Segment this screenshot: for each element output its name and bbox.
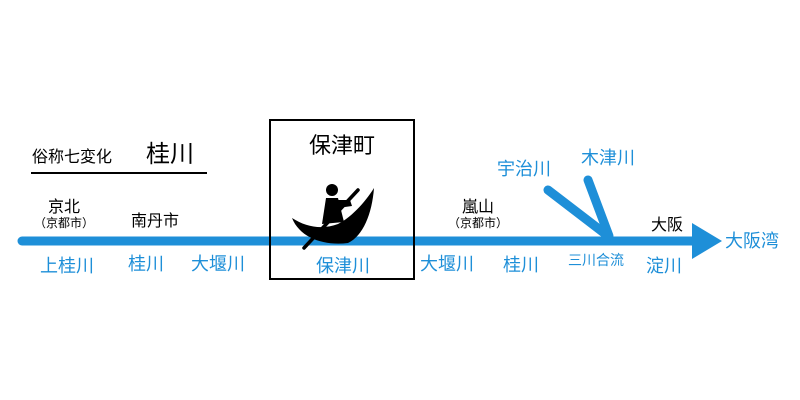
river-hozu: 保津川 [316, 256, 370, 277]
osaka-bay-label: 大阪湾 [725, 231, 779, 252]
river-kamikatsura: 上桂川 [40, 256, 94, 277]
place-arashiyama-name: 嵐山 [461, 197, 495, 216]
place-keihoku: 京北 （京都市） [33, 197, 95, 230]
place-arashiyama-note: （京都市） [447, 216, 509, 230]
place-osaka: 大阪 [650, 215, 684, 234]
river-uji-label: 宇治川 [497, 159, 551, 180]
river-oi-2: 大堰川 [420, 254, 474, 275]
place-nantan: 南丹市 [130, 211, 180, 230]
boatman-pole-boat-icon [292, 184, 374, 250]
river-kizu-label: 木津川 [581, 148, 635, 169]
title-underline [31, 172, 207, 174]
title-prefix: 俗称七変化 [32, 147, 113, 166]
confluence-label: 三川合流 [568, 253, 624, 269]
river-arrowhead [692, 223, 722, 259]
town-name: 保津町 [308, 134, 376, 159]
uji-river-line [543, 185, 613, 241]
river-katsura-2: 桂川 [503, 255, 539, 276]
place-keihoku-name: 京北 [47, 197, 81, 216]
hozu-town-box [269, 119, 415, 280]
kizu-river-line [583, 175, 614, 241]
title-main: 桂川 [146, 140, 194, 168]
place-arashiyama: 嵐山 （京都市） [447, 197, 509, 230]
place-keihoku-note: （京都市） [33, 216, 95, 230]
river-yodo: 淀川 [646, 256, 682, 277]
river-katsura-1: 桂川 [128, 254, 164, 275]
river-oi-1: 大堰川 [191, 254, 245, 275]
